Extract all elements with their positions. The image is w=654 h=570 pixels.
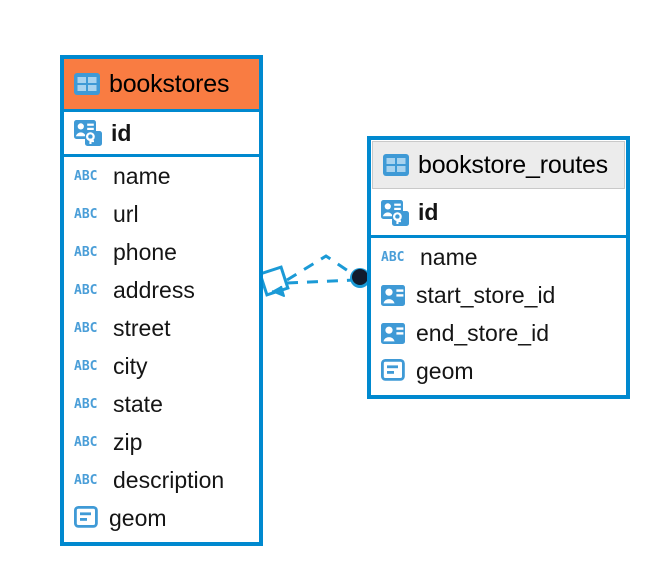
field-row-end-store-id[interactable]: end_store_id bbox=[371, 314, 626, 352]
table-icon bbox=[74, 73, 100, 95]
field-row-name[interactable]: ABC name bbox=[64, 157, 259, 195]
field-name: city bbox=[113, 352, 148, 379]
entity-bookstores[interactable]: bookstores bbox=[60, 55, 263, 546]
abc-text-icon: ABC bbox=[74, 434, 98, 450]
field-row-zip[interactable]: ABC zip bbox=[64, 423, 259, 461]
entity-field-list-bookstores: id ABC name ABC url ABC phone ABC addres… bbox=[64, 109, 259, 537]
field-name: description bbox=[113, 466, 225, 493]
field-name: address bbox=[113, 276, 195, 303]
diamond-marker-tail bbox=[271, 285, 285, 297]
entity-header-bookstores[interactable]: bookstores bbox=[64, 59, 259, 109]
abc-text-icon: ABC bbox=[74, 396, 98, 412]
entity-header-bookstore-routes[interactable]: bookstore_routes bbox=[372, 141, 625, 189]
field-row-street[interactable]: ABC street bbox=[64, 309, 259, 347]
foreign-key-icon bbox=[381, 322, 407, 345]
abc-text-icon: ABC bbox=[74, 472, 98, 488]
field-name: geom bbox=[416, 357, 474, 384]
abc-text-icon: ABC bbox=[74, 168, 98, 184]
field-row-id[interactable]: id bbox=[64, 109, 259, 157]
field-row-start-store-id[interactable]: start_store_id bbox=[371, 276, 626, 314]
field-name: url bbox=[113, 200, 139, 227]
field-row-phone[interactable]: ABC phone bbox=[64, 233, 259, 271]
field-name: street bbox=[113, 314, 171, 341]
geometry-icon bbox=[381, 359, 407, 383]
field-name: start_store_id bbox=[416, 281, 556, 308]
field-name: id bbox=[111, 119, 132, 146]
abc-text-icon: ABC bbox=[74, 206, 98, 222]
field-name: phone bbox=[113, 238, 177, 265]
abc-text-icon: ABC bbox=[74, 244, 98, 260]
field-row-description[interactable]: ABC description bbox=[64, 461, 259, 499]
abc-text-icon: ABC bbox=[74, 358, 98, 374]
field-name: end_store_id bbox=[416, 319, 549, 346]
field-name: name bbox=[420, 243, 478, 270]
field-name: state bbox=[113, 390, 163, 417]
geometry-icon bbox=[74, 506, 100, 530]
entity-title: bookstore_routes bbox=[418, 150, 608, 179]
field-name: id bbox=[418, 199, 439, 225]
field-row-address[interactable]: ABC address bbox=[64, 271, 259, 309]
field-row-geom[interactable]: geom bbox=[371, 352, 626, 390]
relationship-line-upper bbox=[286, 254, 358, 282]
abc-text-icon: ABC bbox=[74, 320, 98, 336]
field-row-geom[interactable]: geom bbox=[64, 499, 259, 537]
table-icon bbox=[383, 154, 409, 176]
circle-marker-core bbox=[352, 269, 368, 285]
relationship-line-lower bbox=[286, 278, 356, 285]
field-name: geom bbox=[109, 504, 167, 531]
field-row-url[interactable]: ABC url bbox=[64, 195, 259, 233]
primary-key-icon bbox=[381, 199, 409, 226]
entity-field-list-bookstore-routes: id ABC name start_store_id bbox=[371, 190, 626, 390]
abc-text-icon: ABC bbox=[74, 282, 98, 298]
field-row-city[interactable]: ABC city bbox=[64, 347, 259, 385]
field-row-id[interactable]: id bbox=[371, 190, 626, 238]
entity-title: bookstores bbox=[109, 69, 230, 98]
foreign-key-icon bbox=[381, 284, 407, 307]
field-name: zip bbox=[113, 428, 143, 455]
diamond-marker bbox=[258, 265, 290, 297]
field-row-state[interactable]: ABC state bbox=[64, 385, 259, 423]
primary-key-icon bbox=[74, 120, 102, 146]
field-name: name bbox=[113, 162, 171, 189]
abc-text-icon: ABC bbox=[381, 249, 405, 265]
field-row-name[interactable]: ABC name bbox=[371, 238, 626, 276]
entity-bookstore-routes[interactable]: bookstore_routes bbox=[367, 136, 630, 399]
